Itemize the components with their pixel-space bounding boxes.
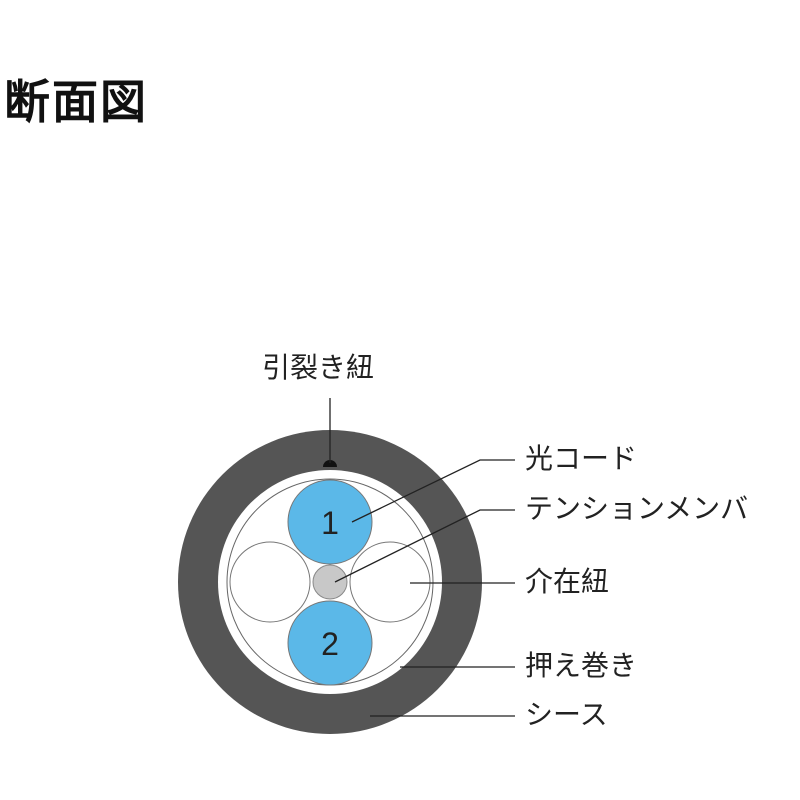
- label-optical-cord: 光コード: [525, 442, 638, 475]
- tension-member: [312, 564, 348, 600]
- leader-optical-cord: [351, 459, 515, 523]
- core-number-2: 2: [321, 626, 339, 662]
- core-number-1: 1: [321, 505, 339, 541]
- label-rip-cord: 引裂き紐: [262, 351, 375, 384]
- rip-cord: [323, 460, 337, 467]
- optical-cord-2: [287, 600, 373, 686]
- label-sheath: シース: [525, 698, 608, 731]
- label-filler: 介在紐: [525, 565, 610, 598]
- label-binder: 押え巻き: [525, 649, 638, 682]
- label-tension-member: テンションメンバ: [525, 492, 749, 525]
- filler-left: [229, 541, 311, 623]
- leader-tension-member: [334, 509, 515, 583]
- optical-cord-1: [287, 479, 373, 565]
- filler-right: [349, 541, 431, 623]
- page-title: 断面図: [4, 75, 148, 129]
